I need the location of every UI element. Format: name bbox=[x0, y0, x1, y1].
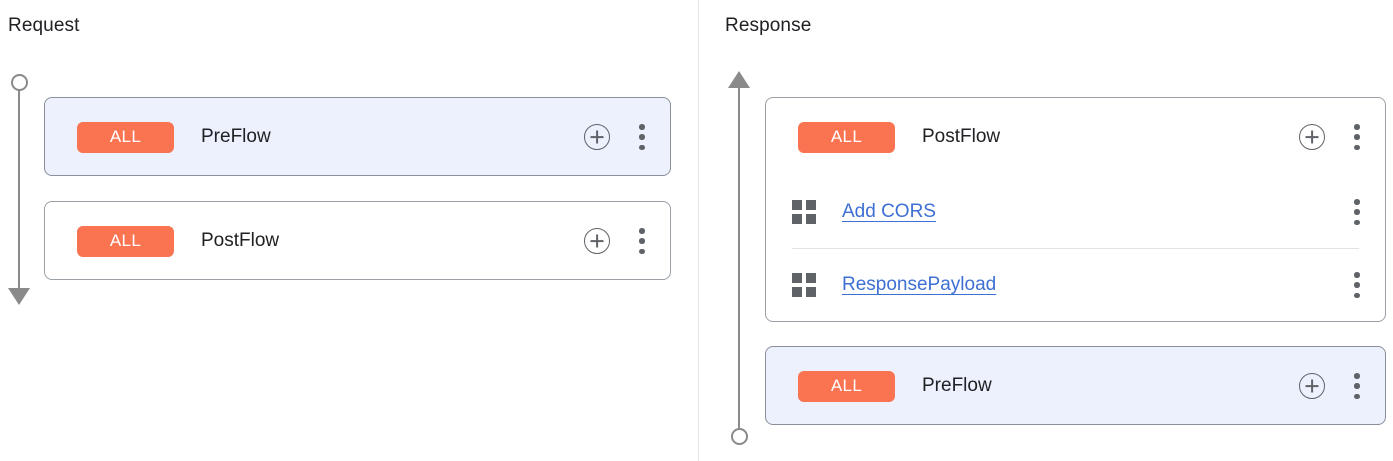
flow-arrowhead-up-icon bbox=[728, 71, 750, 88]
more-vert-icon[interactable] bbox=[632, 124, 652, 150]
method-badge: ALL bbox=[77, 121, 174, 153]
request-panel: Request ALL PreFlow ALL PostFlow bbox=[0, 0, 698, 461]
flow-line bbox=[18, 90, 20, 290]
response-panel: Response ALL PostFlow Add CORS ResponseP… bbox=[699, 0, 1393, 461]
flow-card-title: PreFlow bbox=[201, 126, 271, 147]
grid-apps-icon bbox=[792, 273, 816, 297]
more-vert-icon[interactable] bbox=[1347, 199, 1367, 225]
method-badge: ALL bbox=[77, 225, 174, 257]
plus-circle-icon[interactable] bbox=[584, 124, 610, 150]
method-badge: ALL bbox=[798, 370, 895, 402]
flow-line bbox=[738, 86, 740, 431]
response-panel-title: Response bbox=[725, 15, 812, 36]
more-vert-icon[interactable] bbox=[1347, 124, 1367, 150]
plus-circle-icon[interactable] bbox=[1299, 124, 1325, 150]
flow-card-header: ALL PostFlow bbox=[45, 202, 670, 280]
flow-start-circle-icon bbox=[11, 74, 28, 91]
policy-row[interactable]: Add CORS bbox=[766, 176, 1385, 248]
more-vert-icon[interactable] bbox=[632, 228, 652, 254]
flow-card-header: ALL PostFlow bbox=[766, 98, 1385, 176]
flow-card-header: ALL PreFlow bbox=[766, 347, 1385, 425]
plus-circle-icon[interactable] bbox=[584, 228, 610, 254]
method-badge: ALL bbox=[798, 121, 895, 153]
more-vert-icon[interactable] bbox=[1347, 272, 1367, 298]
flow-card-title: PostFlow bbox=[201, 230, 280, 251]
grid-apps-icon bbox=[792, 200, 816, 224]
flow-card-header: ALL PreFlow bbox=[45, 98, 670, 176]
plus-circle-icon[interactable] bbox=[1299, 373, 1325, 399]
flow-arrowhead-down-icon bbox=[8, 288, 30, 305]
policy-link[interactable]: Add CORS bbox=[842, 201, 936, 222]
request-panel-title: Request bbox=[8, 15, 80, 36]
policy-link[interactable]: ResponsePayload bbox=[842, 274, 997, 295]
response-postflow-card[interactable]: ALL PostFlow Add CORS ResponsePayload bbox=[765, 97, 1386, 322]
request-postflow-card[interactable]: ALL PostFlow bbox=[44, 201, 671, 280]
flow-card-title: PostFlow bbox=[922, 126, 1001, 147]
panel-divider bbox=[698, 0, 699, 461]
policy-row[interactable]: ResponsePayload bbox=[766, 249, 1385, 321]
more-vert-icon[interactable] bbox=[1347, 373, 1367, 399]
policy-row-divider bbox=[792, 248, 1359, 249]
request-preflow-card[interactable]: ALL PreFlow bbox=[44, 97, 671, 176]
response-preflow-card[interactable]: ALL PreFlow bbox=[765, 346, 1386, 425]
flow-card-title: PreFlow bbox=[922, 375, 992, 396]
flow-start-circle-icon bbox=[731, 428, 748, 445]
